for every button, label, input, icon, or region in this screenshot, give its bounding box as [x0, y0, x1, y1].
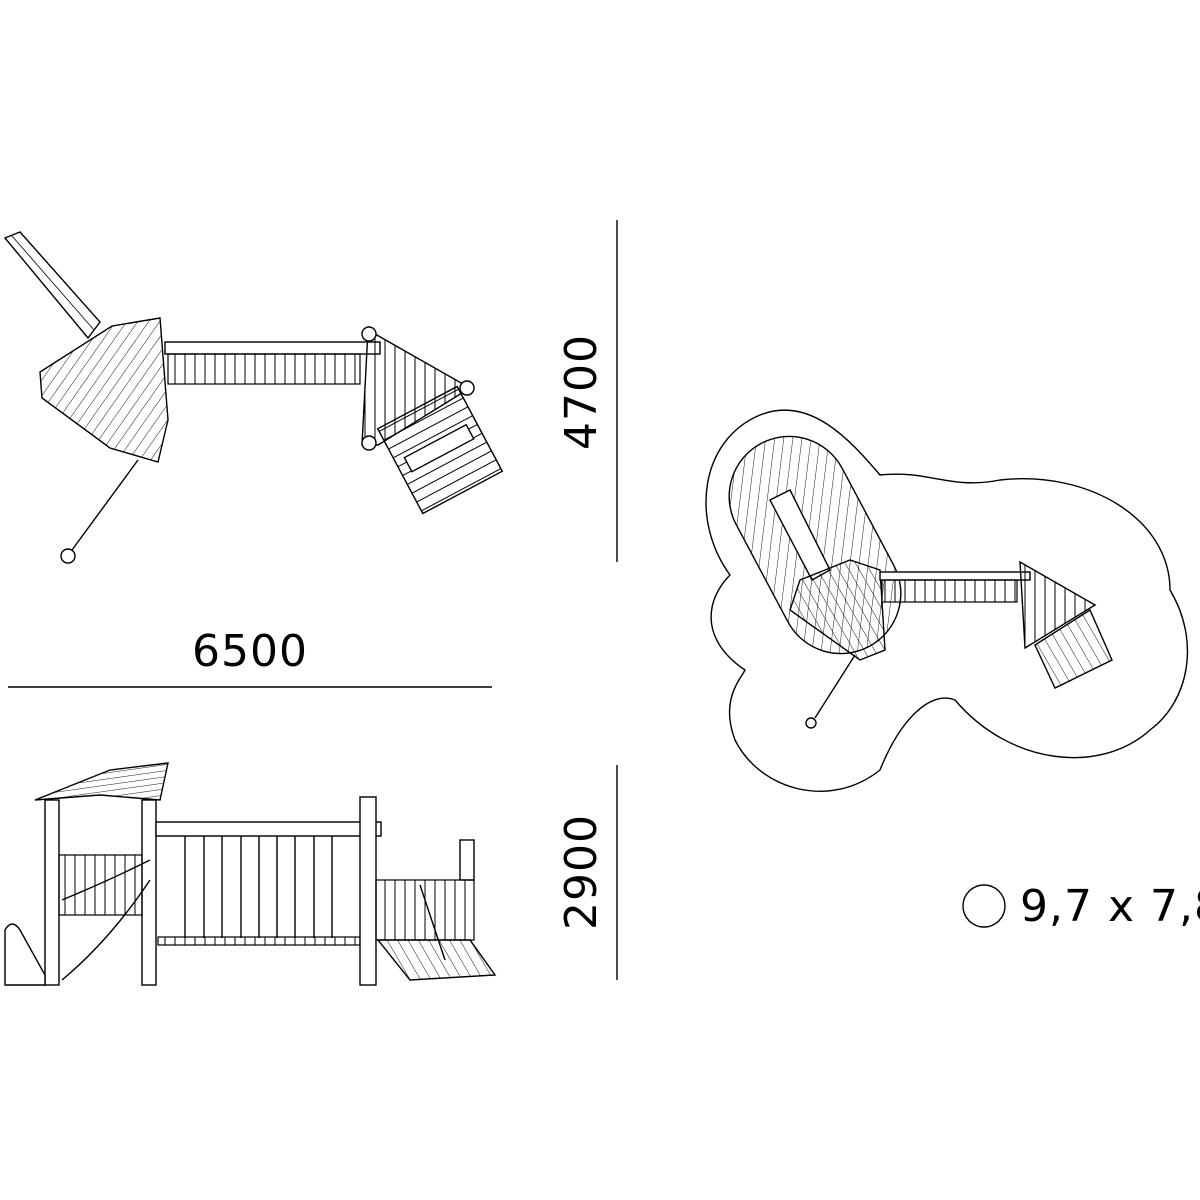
ramp — [376, 939, 497, 981]
climbing-net — [61, 859, 151, 981]
hex-tower-platform — [39, 317, 169, 463]
post — [459, 839, 475, 881]
bridge-deck — [157, 936, 361, 946]
climbing-ramp — [376, 385, 504, 515]
hex-platform — [789, 559, 886, 661]
tower-wall — [58, 854, 143, 916]
climbing-rope — [60, 459, 139, 564]
dimension-height: 2900 — [556, 765, 618, 980]
dimension-width: 6500 — [8, 626, 492, 688]
post — [141, 799, 157, 986]
post — [361, 435, 377, 451]
tower-wall — [375, 879, 475, 941]
safety-zone-view — [705, 409, 1189, 792]
width-label: 6500 — [192, 626, 308, 677]
post — [459, 380, 475, 396]
bridge-beam — [155, 821, 382, 837]
front-view — [4, 762, 497, 986]
rope-bridge — [164, 341, 381, 385]
bridge-ropes — [184, 836, 333, 938]
slide — [3, 231, 101, 340]
plan-view — [3, 231, 504, 564]
post — [44, 799, 60, 986]
height-label: 2900 — [556, 814, 607, 930]
post — [361, 326, 377, 342]
safety-area-icon — [962, 884, 1006, 928]
bridge — [881, 579, 1018, 603]
depth-label: 4700 — [556, 334, 607, 450]
dimension-depth: 4700 — [556, 220, 618, 562]
safety-area-legend: 9,7 x 7,8 — [962, 881, 1200, 932]
roof — [34, 762, 169, 801]
post — [359, 796, 377, 986]
triangle-platform — [361, 328, 472, 446]
safety-area-label: 9,7 x 7,8 — [1020, 881, 1200, 932]
safety-zone-outline — [705, 409, 1189, 792]
slide-exit — [4, 923, 46, 986]
